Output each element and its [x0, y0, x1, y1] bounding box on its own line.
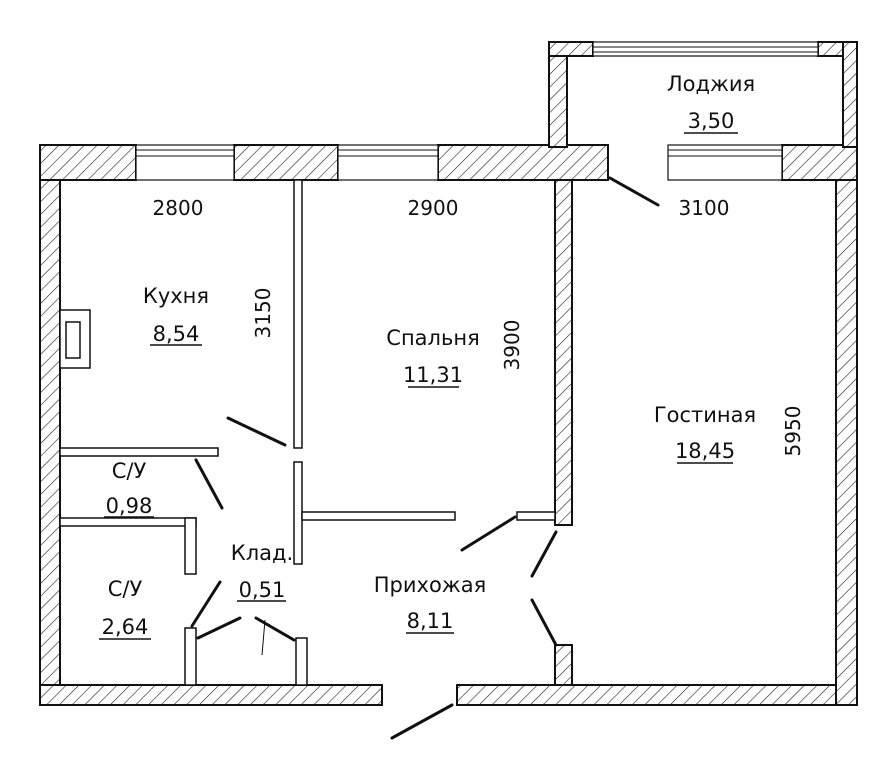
windows: [135, 41, 819, 181]
room-area-bedroom: 11,31: [403, 363, 463, 387]
dimensions: 2800 2900 3100 3150 3900 5950: [153, 196, 805, 456]
dim-kitchen-width: 2800: [153, 196, 204, 220]
room-hall: Прихожая 8,11: [374, 573, 486, 634]
dim-kitchen-depth: 3150: [251, 288, 275, 339]
exterior-walls: [39, 41, 858, 706]
room-name-storage: Клад.: [231, 541, 293, 565]
room-wc2: С/У 2,64: [99, 577, 151, 640]
room-name-wc1: С/У: [112, 459, 147, 483]
dim-bedroom-width: 2900: [408, 196, 459, 220]
room-name-loggia: Лоджия: [667, 72, 755, 96]
room-area-wc2: 2,64: [102, 615, 149, 639]
interior-walls: [59, 179, 573, 686]
room-kitchen: Кухня 8,54: [143, 284, 209, 346]
room-area-storage: 0,51: [239, 578, 286, 602]
dim-living-width: 3100: [679, 196, 730, 220]
room-area-hall: 8,11: [407, 609, 454, 633]
dim-living-depth: 5950: [781, 406, 805, 457]
room-name-bedroom: Спальня: [386, 326, 479, 350]
room-storage: Клад. 0,51: [231, 541, 293, 602]
dim-bedroom-depth: 3900: [500, 320, 524, 371]
room-loggia: Лоджия 3,50: [667, 72, 755, 134]
room-name-hall: Прихожая: [374, 573, 486, 597]
room-area-loggia: 3,50: [688, 109, 735, 133]
room-bedroom: Спальня 11,31: [386, 326, 480, 388]
room-name-kitchen: Кухня: [143, 284, 209, 308]
room-wc1: С/У 0,98: [104, 459, 154, 518]
room-name-wc2: С/У: [108, 577, 143, 601]
doors: [190, 176, 660, 740]
room-living: Гостиная 18,45: [654, 403, 756, 464]
room-area-wc1: 0,98: [106, 494, 153, 518]
room-name-living: Гостиная: [654, 403, 756, 427]
room-area-kitchen: 8,54: [153, 322, 200, 346]
room-area-living: 18,45: [675, 439, 735, 463]
